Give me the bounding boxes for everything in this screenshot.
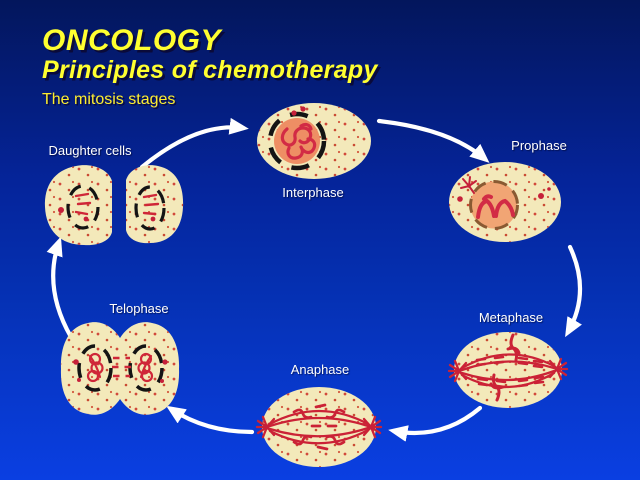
cell-metaphase xyxy=(447,332,569,408)
arrow-telophase-to-daughter-icon xyxy=(46,236,74,340)
cell-telophase xyxy=(60,322,180,415)
stage-label-interphase: Interphase xyxy=(282,185,344,200)
interphase-nucleus-border xyxy=(267,111,327,171)
daughter-nucleus-left xyxy=(66,184,100,230)
telophase-midbody-dashes xyxy=(112,356,131,378)
stage-label-daughter-cells: Daughter cells xyxy=(48,143,132,158)
arrow-prophase-to-metaphase-icon xyxy=(565,244,583,338)
stage-label-anaphase: Anaphase xyxy=(290,362,350,377)
daughter-nucleus-right xyxy=(134,185,166,231)
arrow-interphase-to-prophase-icon xyxy=(376,118,490,163)
interphase-chromatin xyxy=(280,122,317,160)
metaphase-spindle xyxy=(447,353,569,389)
daughter-chromatin xyxy=(74,192,160,216)
stage-label-telophase: Telophase xyxy=(109,301,169,316)
cell-prophase xyxy=(449,162,561,242)
cycle-arrows xyxy=(46,117,583,442)
telophase-nucleus-left xyxy=(77,344,113,392)
telophase-chromatin xyxy=(86,352,154,383)
cell-daughter-cells xyxy=(44,165,184,246)
anaphase-spindle xyxy=(255,409,383,445)
prophase-nucleus xyxy=(469,180,519,230)
arrow-metaphase-to-anaphase-icon xyxy=(388,405,483,442)
anaphase-chromosomes xyxy=(292,403,346,451)
slide-subtitle: Principles of chemotherapy xyxy=(42,56,378,84)
metaphase-big-chromosomes xyxy=(489,333,521,402)
slide-title: ONCOLOGY xyxy=(42,24,222,57)
stage-label-metaphase: Metaphase xyxy=(478,310,544,325)
cell-interphase xyxy=(257,103,371,179)
cell-anaphase xyxy=(255,387,383,467)
arrow-daughter-to-interphase-icon xyxy=(139,117,249,170)
prophase-chromosomes xyxy=(476,194,515,219)
arrow-anaphase-to-telophase-icon xyxy=(166,405,255,435)
stage-label-prophase: Prophase xyxy=(511,138,567,153)
prophase-aster-icon xyxy=(460,176,477,194)
section-heading: The mitosis stages xyxy=(42,91,176,108)
